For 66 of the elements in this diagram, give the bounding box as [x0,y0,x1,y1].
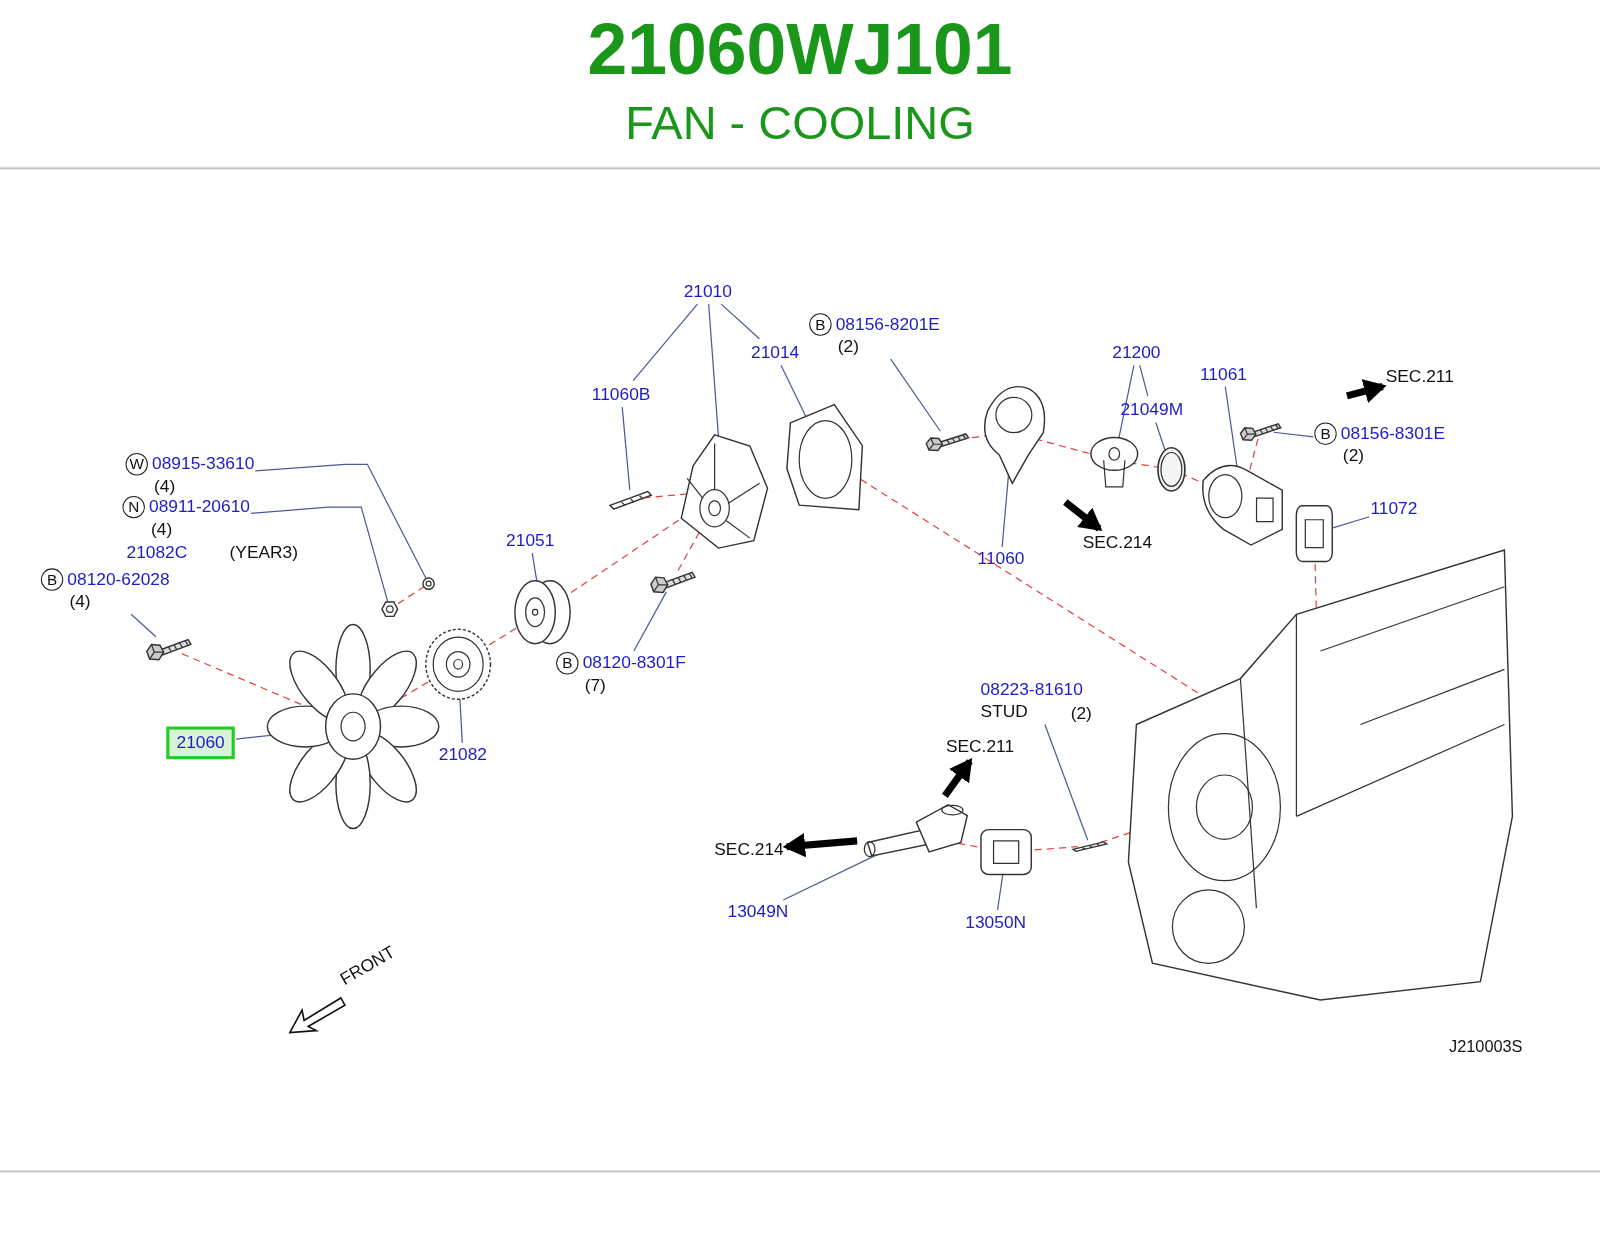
nut-drawing [381,601,398,618]
diagram-code: J210003S [1449,1037,1523,1057]
part-number: 11061 [1200,363,1247,386]
fan-drawing [267,624,439,829]
o-ring-drawing [1156,445,1187,493]
highlighted-part-number: 21060 [166,726,235,760]
assembly-line [395,585,426,606]
block-arrow [942,757,973,798]
circled-letter: B [1314,422,1337,445]
stud-drawing [1071,838,1109,854]
quantity-note: (2) [837,336,859,357]
leader-line [250,506,389,604]
part-number: 21010 [683,280,732,304]
part-number: 21051 [506,529,555,553]
part-number: 08156-8201E [835,314,940,334]
washer-drawing [422,577,435,590]
leader-line [890,358,941,432]
quantity-note: (2) [1342,445,1365,466]
leader-line [1044,723,1089,841]
part-number: 08120-8301F [582,653,686,673]
section-reference: SEC.214 [714,838,784,862]
part-number: 11060B [591,383,651,407]
circled-letter: B [809,313,832,336]
part-number: 11060 [977,547,1025,571]
quantity-note: (4) [151,519,173,539]
part-number: 21200 [1112,341,1161,365]
part-number: 08223-81610 [980,679,1083,699]
part-number: 13049N [727,901,789,924]
part-number: 21082C [126,542,188,564]
note-text: (YEAR3) [229,542,299,564]
leader-line [720,303,760,340]
part-number: 21014 [751,341,800,365]
leader-line [254,463,427,580]
leader-line [633,591,667,652]
part-number: 11072 [1370,497,1418,521]
subtitle: FAN - COOLING [624,94,976,151]
block-arrow [1346,379,1387,403]
circled-letter: B [556,652,579,675]
part-number: 13050N [965,911,1027,934]
part-number: 21082 [438,743,487,767]
section-reference: SEC.211 [1385,365,1454,388]
part-number: 08911-20610 [149,496,250,517]
gasket-drawing [977,826,1035,878]
part-number: 21049M [1120,399,1184,422]
leader-line [632,303,699,382]
block-arrow [1063,499,1103,532]
section-reference: SEC.214 [1082,531,1153,555]
circled-letter: N [122,495,145,519]
part-number: 08156-8301E [1340,423,1445,443]
leader-line [130,613,157,638]
title-heading: 21060WJ101 [586,9,1014,92]
circled-letter: B [40,568,64,591]
part-number: 08915-33610 [152,454,255,474]
part-note: STUD [980,702,1028,722]
leader-line [621,406,631,491]
circled-letter: W [125,453,148,476]
quantity-note: (4) [154,476,176,496]
quantity-note: (2) [1070,704,1092,724]
section-reference: SEC.211 [945,735,1015,759]
quantity-note: (4) [69,591,91,612]
quantity-note: (7) [584,675,606,695]
block-arrow [782,833,858,858]
assembly-line [1248,438,1259,472]
leader-line [1139,364,1149,397]
leader-line [1273,431,1314,438]
part-number: 08120-62028 [67,569,170,589]
